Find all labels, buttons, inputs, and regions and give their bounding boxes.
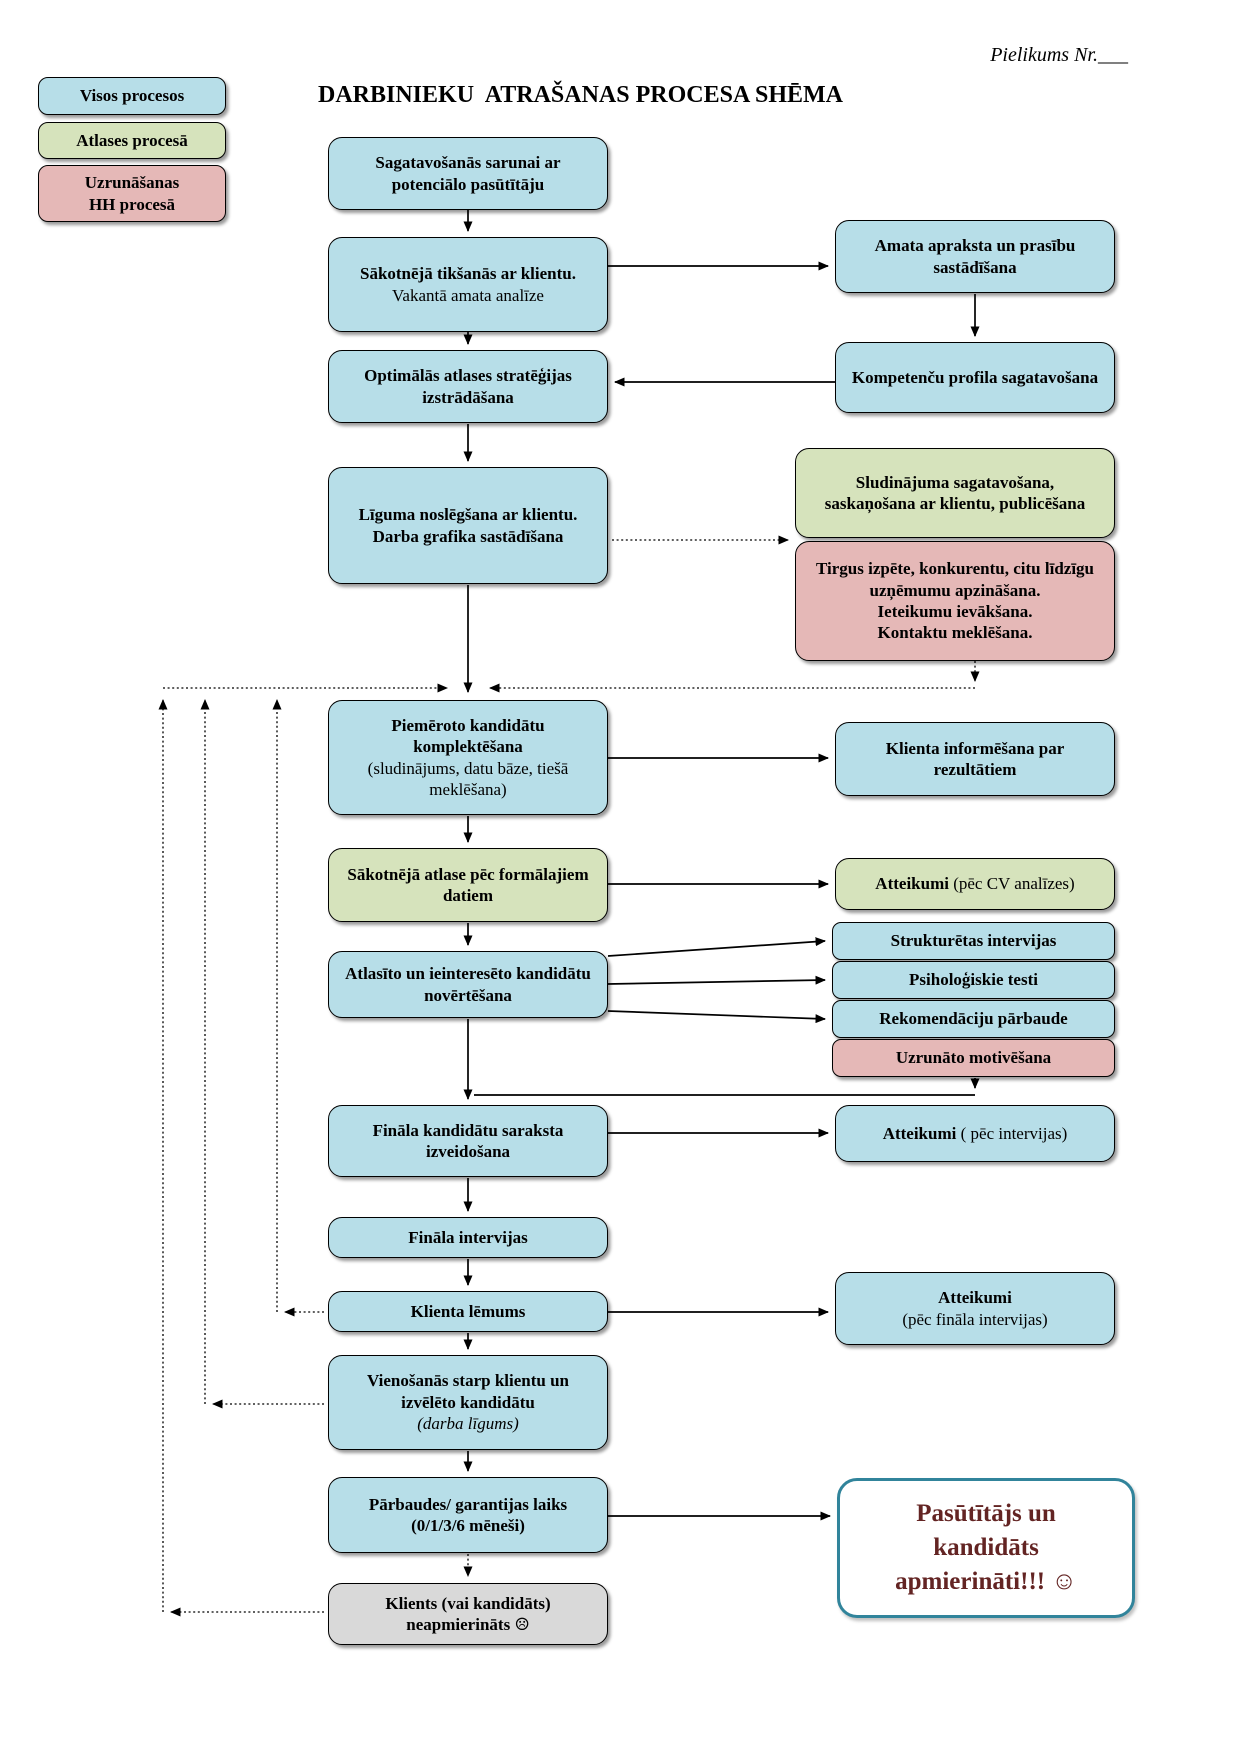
legend-hh-line1: Uzrunāšanas [84,173,180,193]
page-title: DARBINIEKU ATRAŠANAS PROCESA SHĒMA [318,82,843,108]
node-contract-line1: Līguma noslēgšana ar klientu. [358,505,578,525]
node-final-interviews: Fināla intervijas [328,1217,608,1258]
legend-selection-process: Atlases procesā [38,122,226,159]
node-unsatisfied-line2: neapmierināts ☹ [406,1615,530,1634]
node-satisfied-result: Pasūtītājs un kandidāts apmierināti!!! ☺ [837,1478,1135,1618]
node-contract: Līguma noslēgšana ar klientu. Darba graf… [328,467,608,584]
node-strategy: Optimālās atlases stratēģijas izstrādāša… [328,350,608,423]
node-market-research-line3: Kontaktu meklēšana. [877,623,1033,643]
legend-hh-line2: HH procesā [88,194,176,214]
node-client-decision: Klienta lēmums [328,1291,608,1332]
node-job-description: Amata apraksta un prasību sastādīšana [835,220,1115,293]
node-reference-check: Rekomendāciju pārbaude [832,1000,1115,1038]
node-client-informing: Klienta informēšana par rezultātiem [835,722,1115,796]
node-initial-meeting-main: Sākotnējā tikšanās ar klientu. [359,264,576,284]
frown-icon: ☹ [514,1615,530,1634]
node-candidate-pool-sub: (sludinājums, datu bāze, tiešā meklēšana… [367,758,569,799]
node-initial-meeting-sub: Vakantā amata analīze [392,285,544,305]
node-rejections-interview-text: Atteikumi ( pēc intervijas) [882,1123,1068,1143]
node-rejections-cv: Atteikumi (pēc CV analīzes) [835,858,1115,910]
node-initial-meeting: Sākotnējā tikšanās ar klientu. Vakantā a… [328,237,608,332]
page-annotation: Pielikums Nr.___ [990,44,1128,66]
node-motivating-approached: Uzrunāto motivēšana [832,1039,1115,1077]
node-satisfied-line3: apmierināti!!! ☺ [895,1567,1077,1595]
node-market-research-line1: Tirgus izpēte, konkurentu, citu līdzīgu … [815,559,1095,600]
node-satisfied-line1: Pasūtītājs un [916,1500,1056,1528]
node-satisfied-line2: kandidāts [933,1534,1039,1562]
node-contract-line2: Darba grafika sastādīšana [372,526,564,546]
legend-hh-process: Uzrunāšanas HH procesā [38,165,226,222]
node-structured-interviews: Strukturētas intervijas [832,922,1115,960]
node-market-research: Tirgus izpēte, konkurentu, citu līdzīgu … [795,541,1115,661]
node-psychological-tests: Psiholoģiskie testi [832,961,1115,999]
node-rejections-final-main: Atteikumi [938,1288,1012,1308]
node-unsatisfied: Klients (vai kandidāts) neapmierināts ☹ [328,1583,608,1645]
node-rejections-cv-text: Atteikumi (pēc CV analīzes) [875,874,1075,894]
node-rejections-final-sub: (pēc fināla intervijas) [902,1309,1048,1329]
node-initial-screening: Sākotnējā atlase pēc formālajiem datiem [328,848,608,922]
node-rejections-interview: Atteikumi ( pēc intervijas) [835,1105,1115,1162]
node-probation-line1: Pārbaudes/ garantijas laiks [368,1494,568,1514]
node-assessment: Atlasīto un ieinteresēto kandidātu novēr… [328,951,608,1018]
node-unsatisfied-line1: Klients (vai kandidāts) [385,1593,551,1613]
node-agreement: Vienošanās starp klientu un izvēlēto kan… [328,1355,608,1450]
node-competency-profile: Kompetenču profila sagatavošana [835,342,1115,413]
node-agreement-main: Vienošanās starp klientu un izvēlēto kan… [366,1371,569,1412]
node-preparation: Sagatavošanās sarunai ar potenciālo pasū… [328,137,608,210]
node-shortlist: Fināla kandidātu saraksta izveidošana [328,1105,608,1177]
node-probation-line2: (0/1/3/6 mēneši) [411,1516,525,1535]
node-probation: Pārbaudes/ garantijas laiks (0/1/3/6 mēn… [328,1477,608,1553]
node-market-research-line2: Ieteikumu ievākšana. [877,602,1033,621]
node-candidate-pool-main: Piemēroto kandidātu komplektēšana [391,715,545,757]
node-candidate-pool: Piemēroto kandidātu komplektēšana (sludi… [328,700,608,815]
legend-all-processes: Visos procesos [38,77,226,115]
node-agreement-sub: (darba līgums) [417,1414,519,1434]
node-advertisement: Sludinājuma sagatavošana, saskaņošana ar… [795,448,1115,538]
smiley-icon: ☺ [1051,1567,1077,1595]
node-rejections-final: Atteikumi (pēc fināla intervijas) [835,1272,1115,1345]
